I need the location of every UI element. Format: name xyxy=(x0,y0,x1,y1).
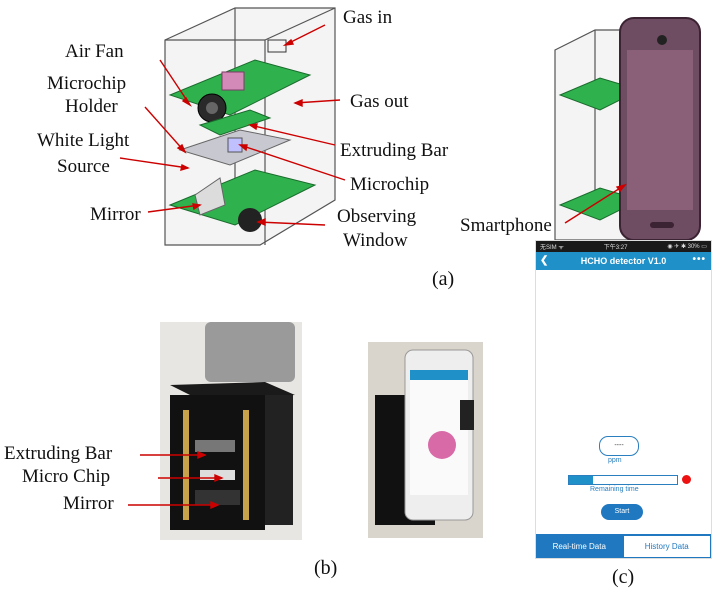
app-bar: ❮ HCHO detector V1.0 ••• xyxy=(536,252,711,270)
label-gas-out: Gas out xyxy=(350,91,409,112)
gas-in-slot xyxy=(267,39,287,53)
label-white-light-1: White Light xyxy=(37,130,130,151)
fan-chip xyxy=(221,71,245,91)
caption-c: (c) xyxy=(612,566,635,588)
remaining-time-label: Remaining time xyxy=(590,486,639,493)
ppm-value-box: ---- xyxy=(599,436,639,456)
record-indicator xyxy=(682,475,691,484)
label-microchip-holder-1: Microchip xyxy=(47,73,127,94)
label-extruding-bar: Extruding Bar xyxy=(340,140,449,161)
label-b-mirror: Mirror xyxy=(63,493,114,514)
observing-window xyxy=(238,208,262,232)
leader-lines xyxy=(119,24,627,227)
app-title: HCHO detector V1.0 xyxy=(580,256,667,266)
start-button[interactable]: Start xyxy=(601,504,643,520)
label-observing-1: Observing xyxy=(337,206,417,227)
status-time: 下午3:27 xyxy=(603,245,628,251)
label-b-extruding-bar: Extruding Bar xyxy=(4,443,113,464)
caption-a: (a) xyxy=(432,268,455,290)
status-bar: 无SIM ᯤ 下午3:27 ◉ ✈ ✱ 30% ▭ xyxy=(536,241,711,252)
label-gas-in: Gas in xyxy=(343,7,393,28)
bottom-tabs: Real-time Data History Data xyxy=(536,534,711,558)
label-microchip-holder-2: Holder xyxy=(65,96,118,117)
remaining-time-fill xyxy=(569,476,593,484)
more-icon[interactable]: ••• xyxy=(692,254,706,265)
label-air-fan: Air Fan xyxy=(65,41,124,62)
label-observing-2: Window xyxy=(343,230,408,251)
label-microchip: Microchip xyxy=(350,174,430,195)
label-white-light-2: Source xyxy=(57,156,110,177)
status-carrier: 无SIM ᯤ xyxy=(540,245,564,251)
tab-realtime-data[interactable]: Real-time Data xyxy=(536,535,623,558)
caption-b: (b) xyxy=(314,557,338,579)
mirror-part xyxy=(194,177,226,216)
ppm-unit-label: ppm xyxy=(608,457,622,464)
tab-history-data[interactable]: History Data xyxy=(622,535,711,558)
label-mirror: Mirror xyxy=(90,204,141,225)
status-indicators: ◉ ✈ ✱ 30% ▭ xyxy=(667,244,707,250)
app-screen: 无SIM ᯤ 下午3:27 ◉ ✈ ✱ 30% ▭ ❮ HCHO detecto… xyxy=(535,240,712,559)
label-smartphone: Smartphone xyxy=(460,215,552,236)
label-b-micro-chip: Micro Chip xyxy=(22,466,111,487)
remaining-time-bar xyxy=(568,475,678,485)
chevron-left-icon[interactable]: ❮ xyxy=(540,255,549,266)
